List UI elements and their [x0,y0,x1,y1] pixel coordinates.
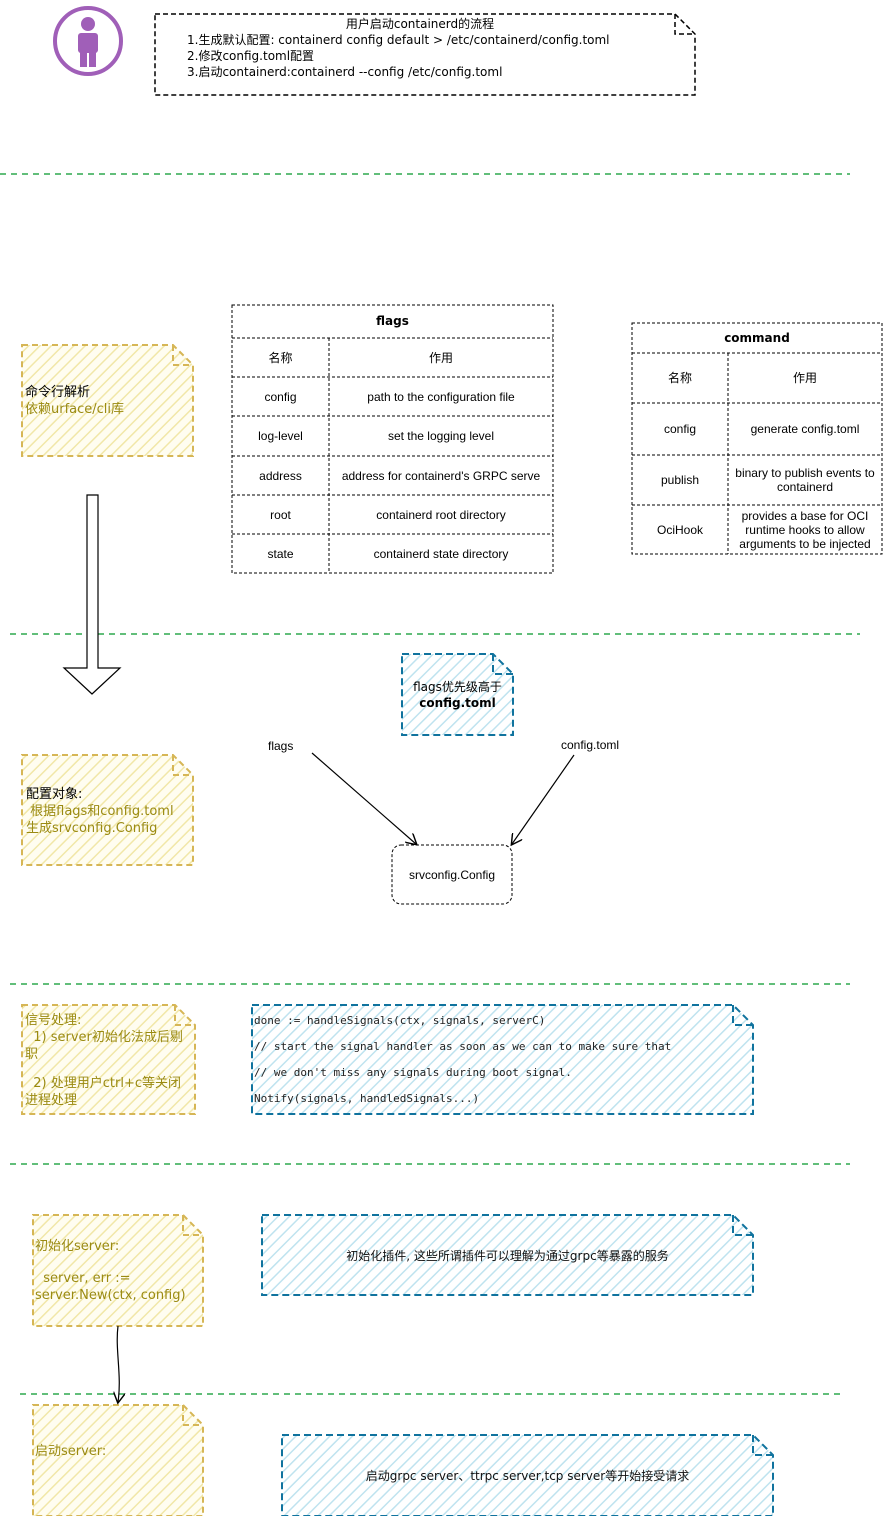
priority-note-line1: flags优先级高于 [413,680,502,694]
section-dividers [0,173,860,1395]
init-note-line1: 初始化server: [35,1239,120,1254]
command-row-desc: provides a base for OCI runtime hooks to… [739,508,871,551]
config-arrow [512,754,575,844]
cli-note-line1: 命令行解析 [25,385,91,400]
blue-notes [251,653,774,1516]
header-step-1: 1.生成默认配置: containerd config default > /e… [187,33,610,47]
header-step-3: 3.启动containerd:containerd --config /etc/… [187,65,503,79]
yellow-notes [21,344,204,1516]
flags-row-name: address [259,468,302,483]
signal-note-line3: 2) 处理用户ctrl+c等关闭进程处理 [25,1076,181,1108]
flags-header-desc: 作用 [428,350,453,365]
code-line: Notify(signals, handledSignals...) [254,1092,480,1105]
command-header-name: 名称 [667,371,692,385]
flags-row-desc: path to the configuration file [367,389,515,404]
signal-code: done := handleSignals(ctx, signals, serv… [254,1008,671,1112]
flags-row-name: root [270,507,291,522]
flags-arrow [311,752,416,844]
cli-note-line2: 依赖urface/cli库 [25,402,125,417]
user-icon [53,6,123,76]
flags-row-name: log-level [258,429,303,443]
start-note: 启动server: [35,1444,107,1459]
flags-table-title: flags [376,314,409,328]
flags-header-name: 名称 [268,350,293,365]
priority-note-line2: config.toml [419,696,496,710]
flags-row-desc: address for containerd's GRPC serve [341,468,541,483]
command-header-desc: 作用 [792,371,817,385]
signal-note: 信号处理: 1) server初始化法成后剔职 2) 处理用户ctrl+c等关闭… [25,1012,191,1109]
command-row-desc: generate config.toml [750,422,860,436]
code-line: done := handleSignals(ctx, signals, serv… [254,1014,546,1027]
command-row-name: config [663,422,697,436]
header-note: 用户启动containerd的流程 1.生成默认配置: containerd c… [160,16,680,80]
init-note-line3: server.New(ctx, config) [35,1288,186,1303]
command-table-title: command [724,331,790,345]
command-row-desc: binary to publish events to containerd [735,466,875,494]
init-to-start-arrow [117,1325,119,1402]
command-row-name: publish [660,473,700,487]
priority-note: flags优先级高于 config.toml [402,679,513,711]
command-table-frame [631,322,883,555]
flags-row-desc: containerd root directory [376,507,506,522]
code-line: // we don't miss any signals during boot… [254,1066,572,1079]
header-note-frame [154,13,696,96]
srvconfig-label: srvconfig.Config [408,868,496,882]
flags-row-desc: containerd state directory [373,546,509,561]
flags-row-desc: set the logging level [387,429,495,443]
code-line: // start the signal handler as soon as w… [254,1040,672,1053]
down-arrow-icon [62,494,122,695]
flags-table-frame [231,304,554,574]
command-row-name: OciHook [656,522,703,537]
flags-row-name: config [264,389,297,404]
init-note-line2: server, err := [35,1271,131,1286]
config-toml-label: config.toml [561,738,620,752]
config-note-line1: 配置对象: [26,787,83,802]
config-note-line2: 根据flags和config.toml [26,804,174,819]
config-note: 配置对象: 根据flags和config.toml 生成srvconfig.Co… [26,786,192,837]
cli-note: 命令行解析 依赖urface/cli库 [25,384,185,418]
flags-row-name: state [267,546,294,561]
plugin-note: 初始化插件, 这些所谓插件可以理解为通过grpc等暴露的服务 [346,1249,669,1263]
init-note: 初始化server: server, err := server.New(ctx… [35,1238,201,1304]
config-note-line3: 生成srvconfig.Config [26,821,158,836]
header-note-title: 用户启动containerd的流程 [345,17,495,31]
start-desc: 启动grpc server、ttrpc server,tcp server等开始… [365,1469,690,1483]
flags-label: flags [268,739,294,753]
signal-note-line2: 1) server初始化法成后剔职 [25,1030,183,1062]
signal-note-line1: 信号处理: [25,1013,82,1028]
srvconfig-box [391,844,513,905]
header-step-2: 2.修改config.toml配置 [187,49,315,63]
